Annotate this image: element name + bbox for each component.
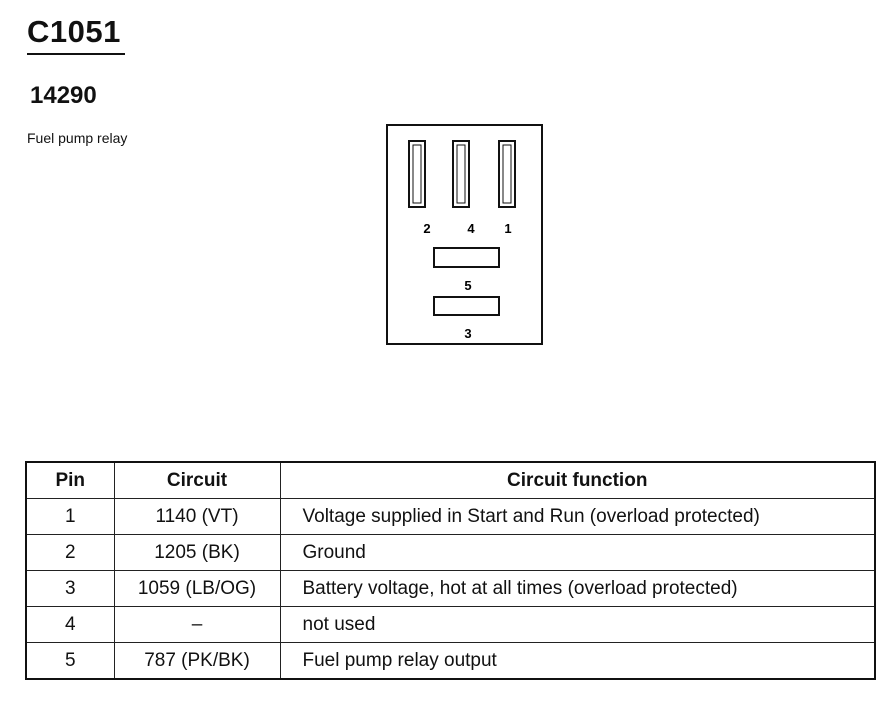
table-header-row: Pin Circuit Circuit function <box>25 461 876 499</box>
circuit-cell: – <box>113 606 281 643</box>
pin-table: Pin Circuit Circuit function 1 1140 (VT)… <box>25 461 876 680</box>
connector-id: C1051 <box>27 14 121 49</box>
pin-cell: 2 <box>25 534 115 571</box>
circuit-cell: 1205 (BK) <box>113 534 281 571</box>
circuit-function-cell: Fuel pump relay output <box>279 642 876 680</box>
pin-label-5: 5 <box>464 278 471 293</box>
pin-5-terminal <box>433 247 500 268</box>
circuit-function-cell: Ground <box>279 534 876 571</box>
connector-face-diagram: 2 4 1 5 3 <box>386 124 543 345</box>
pin-1-terminal <box>498 140 516 208</box>
pin-cell: 1 <box>25 498 115 535</box>
pin-label-2: 2 <box>423 221 430 236</box>
table-row: 5 787 (PK/BK) Fuel pump relay output <box>25 642 876 680</box>
pin-4-terminal <box>452 140 470 208</box>
pin-3-terminal <box>433 296 500 316</box>
pin-2-terminal-inner <box>412 144 422 204</box>
column-header-pin: Pin <box>25 461 115 499</box>
connector-outline <box>386 124 543 345</box>
column-header-circuit-function: Circuit function <box>279 461 876 499</box>
component-description: Fuel pump relay <box>27 130 128 146</box>
table-row: 3 1059 (LB/OG) Battery voltage, hot at a… <box>25 570 876 607</box>
circuit-cell: 1059 (LB/OG) <box>113 570 281 607</box>
circuit-cell: 787 (PK/BK) <box>113 642 281 680</box>
table-row: 2 1205 (BK) Ground <box>25 534 876 571</box>
circuit-function-cell: Battery voltage, hot at all times (overl… <box>279 570 876 607</box>
pin-cell: 5 <box>25 642 115 680</box>
column-header-circuit: Circuit <box>113 461 281 499</box>
pin-4-terminal-inner <box>456 144 466 204</box>
circuit-function-cell: not used <box>279 606 876 643</box>
pin-cell: 4 <box>25 606 115 643</box>
circuit-function-cell: Voltage supplied in Start and Run (overl… <box>279 498 876 535</box>
part-number: 14290 <box>30 82 97 109</box>
pin-2-terminal <box>408 140 426 208</box>
title-underline <box>27 53 125 55</box>
pin-label-4: 4 <box>467 221 475 236</box>
pin-label-1: 1 <box>504 221 511 236</box>
pin-cell: 3 <box>25 570 115 607</box>
pin-1-terminal-inner <box>502 144 512 204</box>
pin-label-3: 3 <box>464 326 471 341</box>
table-row: 1 1140 (VT) Voltage supplied in Start an… <box>25 498 876 535</box>
circuit-cell: 1140 (VT) <box>113 498 281 535</box>
table-row: 4 – not used <box>25 606 876 643</box>
